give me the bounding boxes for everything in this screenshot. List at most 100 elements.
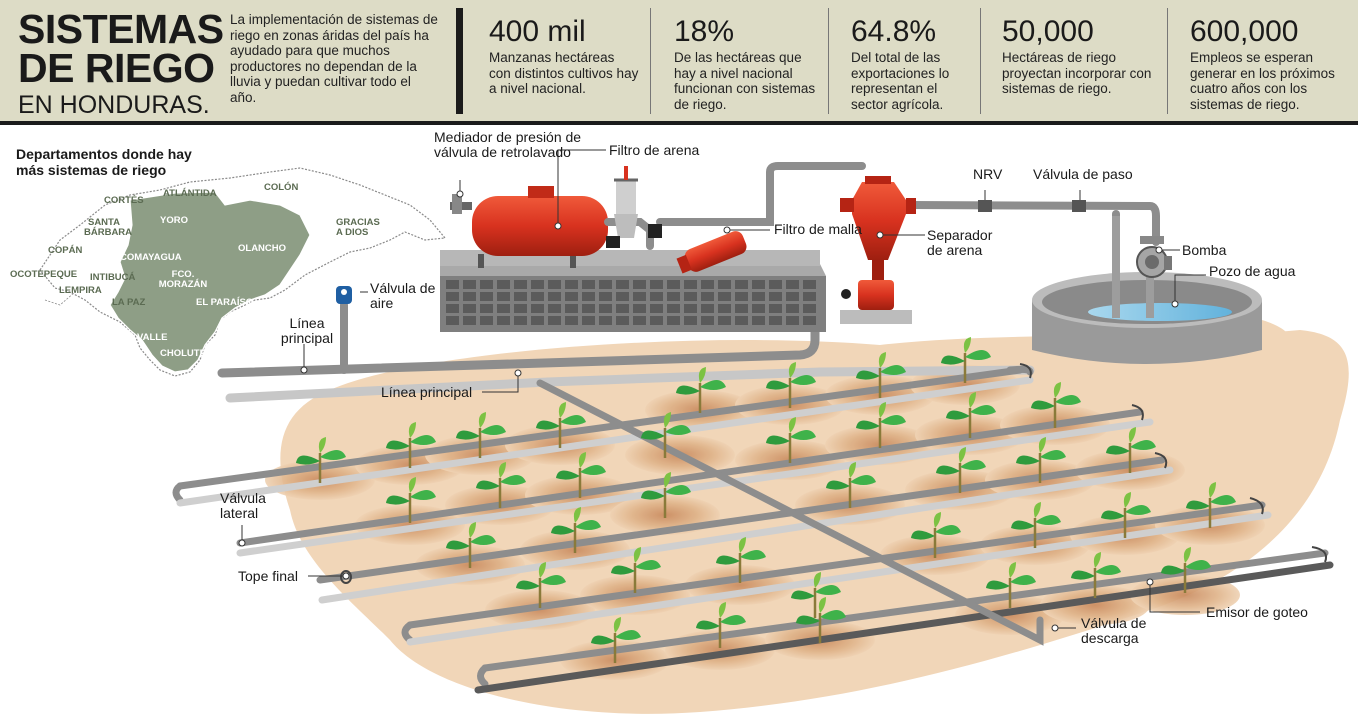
platform-block [480, 316, 493, 325]
platform-block [480, 280, 493, 289]
platform-block [531, 304, 544, 313]
platform-block [633, 316, 646, 325]
platform-block [803, 292, 816, 301]
platform-block [463, 316, 476, 325]
platform-block [701, 280, 714, 289]
platform-block [463, 304, 476, 313]
platform-block [735, 304, 748, 313]
stat-riego: 50,000 Hectáreas de riego proyectan inco… [1002, 16, 1157, 97]
platform-block [599, 304, 612, 313]
platform-block [565, 292, 578, 301]
plant [676, 367, 726, 413]
platform-block [752, 280, 765, 289]
dept-olancho: OLANCHO [238, 243, 287, 254]
irrigation-scene [39, 149, 1349, 714]
title-line-1: SISTEMAS [18, 6, 224, 52]
stat-description: Del total de las exportaciones lo repres… [851, 50, 950, 112]
platform-block [701, 292, 714, 301]
stat-manzanas: 400 mil Manzanas hectáreas con distintos… [489, 16, 639, 97]
stat-hectareas: 18% De las hectáreas que hay a nivel nac… [674, 16, 819, 112]
callout-dots [238, 190, 1179, 632]
platform-block [803, 304, 816, 313]
platform-block [497, 316, 510, 325]
platform-block [497, 292, 510, 301]
stat-empleos: 600,000 Empleos se esperan generar en lo… [1190, 16, 1350, 112]
platform-block [633, 292, 646, 301]
platform-block [480, 304, 493, 313]
title-line-2: DE RIEGO [18, 45, 215, 91]
platform-block [616, 292, 629, 301]
plant [856, 402, 906, 448]
stat-value: 18% [674, 15, 735, 48]
platform-block [650, 280, 663, 289]
label-emisor-goteo: Emisor de goteo [1206, 604, 1308, 620]
platform-block [735, 316, 748, 325]
platform-block [514, 280, 527, 289]
stat-exportaciones: 64.8% Del total de las exportaciones lo … [851, 16, 969, 112]
plant [796, 597, 846, 643]
platform-block [684, 292, 697, 301]
platform-block [497, 280, 510, 289]
label-separador: Separador de arena [927, 227, 993, 258]
plants-group [296, 337, 1236, 663]
label-pozo: Pozo de agua [1209, 263, 1296, 279]
label-nrv: NRV [973, 166, 1003, 182]
platform-block [497, 304, 510, 313]
platform-block [565, 280, 578, 289]
sand-filter-tank [450, 186, 608, 268]
platform-block [599, 292, 612, 301]
platform-block [752, 304, 765, 313]
platform-block [718, 304, 731, 313]
plant [696, 602, 746, 648]
platform-block [531, 280, 544, 289]
platform-block [701, 304, 714, 313]
platform-block [582, 316, 595, 325]
dept-yoro: YORO [160, 215, 188, 226]
platform-block [514, 316, 527, 325]
plant [446, 522, 496, 568]
inline-valves [978, 200, 1086, 212]
platform-block [514, 292, 527, 301]
stat-value: 64.8% [851, 15, 937, 48]
platform-block [531, 316, 544, 325]
plant [1161, 547, 1211, 593]
label-linea-principal-2: Línea principal [381, 384, 473, 400]
dept-copan: COPÁN [48, 245, 83, 256]
platform-block [752, 316, 765, 325]
platform-block [769, 280, 782, 289]
lateral-end-caps [340, 363, 1328, 584]
main-line-pipes [217, 285, 1035, 403]
honduras-map [39, 167, 447, 377]
stat-value: 400 mil [489, 15, 586, 48]
mesh-filter [676, 231, 747, 274]
platform-block [582, 292, 595, 301]
dept-choluteca: CHOLUTECA [160, 348, 220, 359]
platform-block [565, 316, 578, 325]
platform-block [446, 292, 459, 301]
plant [1186, 482, 1236, 528]
platform-block [480, 292, 493, 301]
dept-lempira: LEMPIRA [59, 285, 102, 296]
platform-block [633, 280, 646, 289]
platform-block [667, 316, 680, 325]
plant [386, 422, 436, 468]
plant [716, 537, 766, 583]
platform-block [684, 280, 697, 289]
platform-block [786, 304, 799, 313]
header-divider [456, 8, 463, 114]
platform-block [446, 316, 459, 325]
platform-block [548, 280, 561, 289]
platform-block [548, 316, 561, 325]
plant [766, 362, 816, 408]
sand-filter-head [606, 166, 662, 248]
label-filtro-malla: Filtro de malla [774, 221, 862, 237]
subtitle: EN HONDURAS. [18, 91, 210, 119]
stat-value: 50,000 [1002, 15, 1094, 48]
dept-colon: COLÓN [264, 182, 299, 193]
label-valvula-lateral: Válvula lateral [220, 490, 266, 521]
label-linea-principal-1: Línea principal [280, 315, 334, 346]
label-filtro-arena: Filtro de arena [609, 142, 700, 158]
callout-lines [241, 149, 1206, 629]
plant [986, 562, 1036, 608]
platform-block [803, 280, 816, 289]
